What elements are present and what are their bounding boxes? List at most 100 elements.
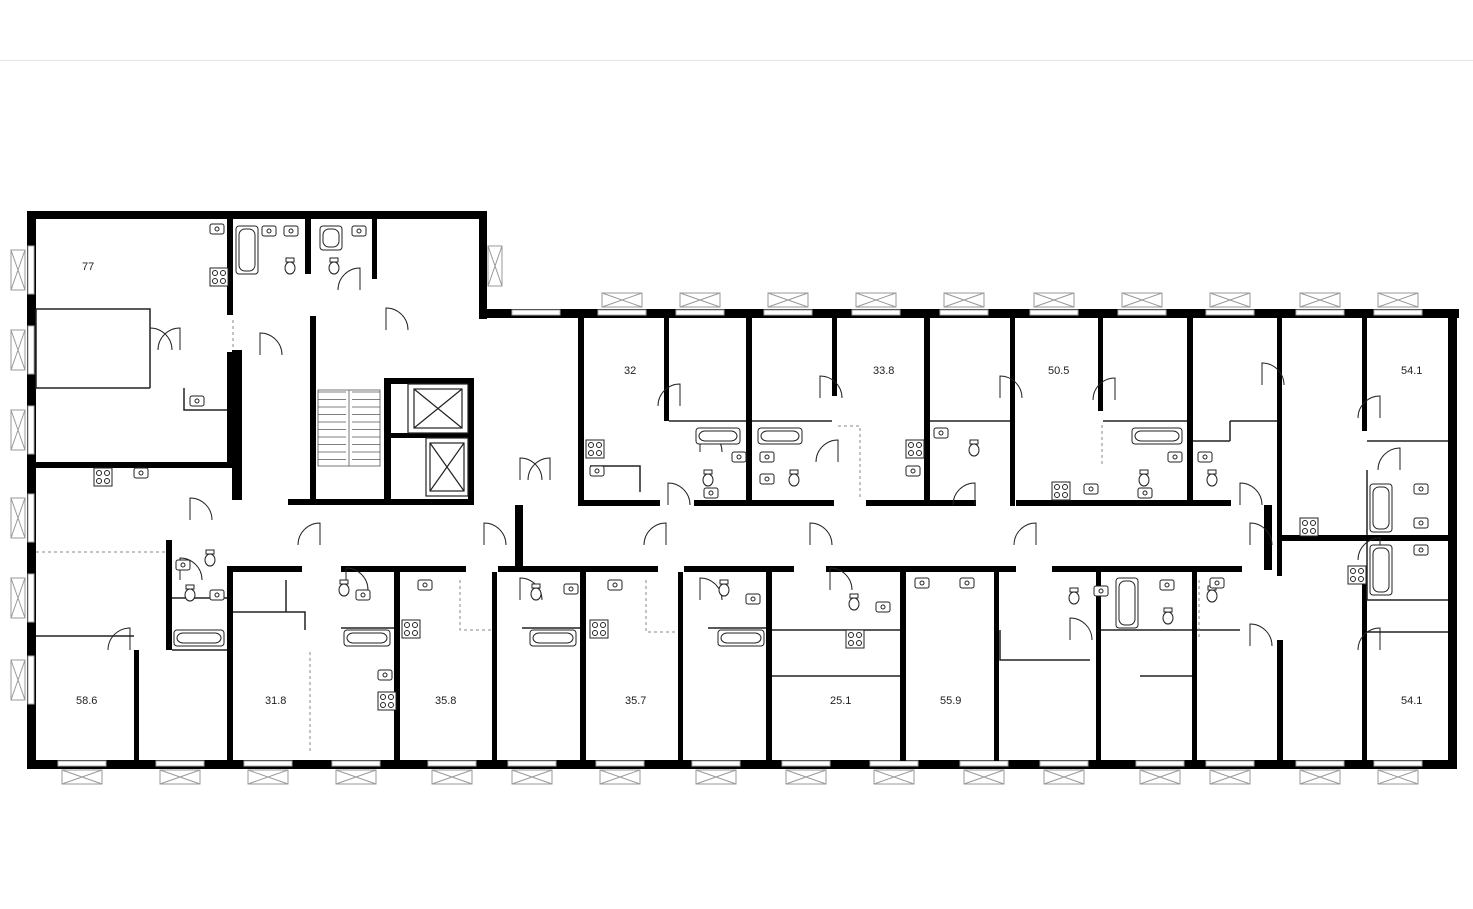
sink-icon: [703, 487, 719, 499]
stove-icon: [905, 439, 925, 459]
sink-icon: [133, 467, 149, 479]
sink-icon: [759, 473, 775, 485]
bathtub-icon: [529, 629, 577, 647]
bathtub-icon: [319, 225, 343, 251]
sink-icon: [1197, 451, 1213, 463]
stove-icon: [377, 691, 397, 711]
area-labels: 77 32 33.8 50.5 54.1 58.6 31.8 35.8 35.7…: [76, 261, 1422, 707]
zone-dividers: [36, 320, 1200, 752]
door-icon: [483, 522, 507, 546]
bathtub-icon: [343, 629, 391, 647]
stove-icon: [401, 619, 421, 639]
bathtub-icon: [1115, 577, 1139, 629]
toilet-icon: [204, 549, 216, 567]
sink-icon: [355, 589, 371, 601]
fixtures: [93, 223, 1429, 711]
toilet-icon: [968, 439, 980, 457]
door-icon: [385, 307, 409, 331]
bathtub-icon: [1131, 427, 1183, 445]
sink-icon: [283, 225, 299, 237]
door-icon: [345, 567, 369, 591]
bathtub-icon: [173, 629, 225, 647]
door-icon: [157, 327, 181, 351]
apt-area-label: 54.1: [1401, 695, 1422, 707]
door-icon: [519, 577, 543, 601]
sink-icon: [1093, 585, 1109, 597]
sink-icon: [209, 589, 225, 601]
door-icon: [519, 457, 543, 481]
door-icon: [809, 522, 833, 546]
bathtub-icon: [717, 629, 765, 647]
windows-bottom: [57, 760, 1423, 785]
toilet-icon: [1162, 607, 1174, 625]
window-icon: [511, 309, 561, 316]
sink-icon: [1413, 517, 1429, 529]
door-icon: [815, 439, 839, 463]
apt-area-label: 35.8: [435, 695, 456, 707]
sink-icon: [745, 593, 761, 605]
sink-icon: [1413, 483, 1429, 495]
bathtub-icon: [757, 427, 803, 445]
sink-icon: [959, 577, 975, 589]
door-icon: [1357, 395, 1381, 419]
toilet-icon: [530, 583, 542, 601]
door-icon: [149, 327, 173, 351]
windows-left: [10, 245, 503, 705]
apt-area-label: 77: [82, 261, 94, 273]
door-icon: [297, 522, 321, 546]
door-icon: [699, 577, 723, 601]
door-icon: [1357, 537, 1381, 561]
door-icon: [189, 497, 213, 521]
door-icon: [1261, 362, 1285, 386]
stove-icon: [845, 629, 865, 649]
bathtub-icon: [1369, 544, 1393, 596]
door-icon: [1013, 522, 1037, 546]
toilet-icon: [284, 257, 296, 275]
elevator-icon: [407, 383, 469, 497]
sink-icon: [351, 225, 367, 237]
sink-icon: [175, 559, 191, 571]
stove-icon: [209, 267, 229, 287]
door-icon: [829, 567, 853, 591]
toilet-icon: [1068, 587, 1080, 605]
stove-icon: [93, 467, 113, 487]
toilet-icon: [848, 593, 860, 611]
stove-icon: [1051, 481, 1071, 501]
sink-icon: [377, 669, 393, 681]
door-icon: [657, 383, 681, 407]
sink-icon: [933, 427, 949, 439]
door-icon: [179, 557, 203, 581]
door-icon: [643, 522, 667, 546]
sink-icon: [1159, 579, 1175, 591]
apt-area-label: 35.7: [625, 695, 646, 707]
stair-icon: [317, 389, 381, 467]
door-icon: [337, 267, 361, 291]
sink-icon: [1209, 577, 1225, 589]
sink-icon: [563, 583, 579, 595]
sink-icon: [417, 579, 433, 591]
toilet-icon: [788, 469, 800, 487]
door-icon: [952, 482, 976, 506]
door-icon: [1357, 627, 1381, 651]
door-icon: [259, 332, 283, 356]
apt-area-label: 32: [624, 365, 636, 377]
toilet-icon: [328, 257, 340, 275]
apt-area-label: 50.5: [1048, 365, 1069, 377]
door-icon: [1377, 447, 1401, 471]
sink-icon: [875, 601, 891, 613]
apt-area-label: 31.8: [265, 695, 286, 707]
apt-area-label: 58.6: [76, 695, 97, 707]
sink-icon: [189, 395, 205, 407]
bathtub-icon: [1369, 483, 1393, 533]
door-icon: [999, 375, 1023, 399]
toilet-icon: [338, 579, 350, 597]
toilet-icon: [184, 584, 196, 602]
apt-area-label: 25.1: [830, 695, 851, 707]
stove-icon: [585, 439, 605, 459]
door-icon: [1069, 617, 1093, 641]
door-icon: [667, 482, 691, 506]
toilet-icon: [1138, 469, 1150, 487]
sink-icon: [1137, 487, 1153, 499]
page-top-divider: [0, 60, 1473, 61]
